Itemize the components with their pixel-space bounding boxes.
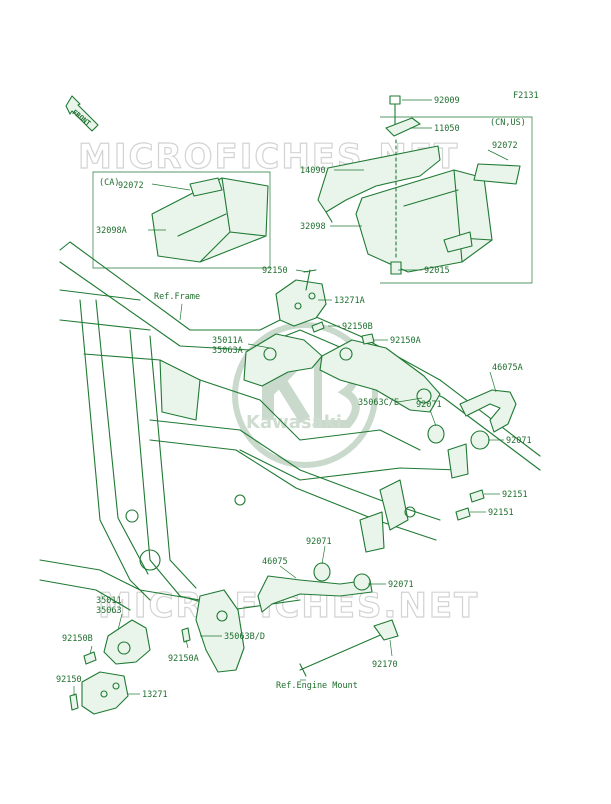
nut-92015 (390, 139, 402, 275)
plate-13271 (81, 671, 129, 715)
pad-92072-us (473, 163, 521, 185)
label-35063BD: 35063B/D (224, 632, 265, 642)
label-92071-c: 92071 (306, 537, 332, 547)
box-32098 (355, 169, 493, 273)
collar-92071-c (313, 562, 331, 582)
bracket-11050 (385, 117, 421, 137)
box-ca-label: (CA) (99, 178, 119, 188)
bracket-35011 (103, 619, 151, 665)
box-cn-us-label: (CN,US) (490, 118, 526, 128)
label-13271A: 13271A (334, 296, 365, 306)
front-arrow-icon: FRONT (65, 95, 99, 132)
bolt-92150B-bottom (83, 651, 97, 665)
label-35063CE: 35063C/E (358, 398, 399, 408)
bolt-92151-a (469, 489, 485, 503)
label-35011: 35011 (96, 596, 122, 606)
label-92150-bottom: 92150 (56, 675, 82, 685)
label-35063: 35063 (96, 606, 122, 616)
logo-text: Kawasaki (246, 412, 342, 433)
label-46075: 46075 (262, 557, 288, 567)
bolt-92150-bottom (69, 693, 79, 711)
label-92150B-bottom: 92150B (62, 634, 93, 644)
label-14090: 14090 (300, 166, 326, 176)
label-92150B-top: 92150B (342, 322, 373, 332)
label-92009: 92009 (434, 96, 460, 106)
pipe-46075 (257, 575, 373, 613)
label-92170: 92170 (372, 660, 398, 670)
bracket-35063BD (195, 589, 245, 673)
cn-us-box (380, 116, 533, 284)
label-92015: 92015 (424, 266, 450, 276)
box-32098A (151, 177, 269, 263)
plate-13271A (275, 279, 327, 327)
label-32098: 32098 (300, 222, 326, 232)
bolt-92151-b (455, 507, 471, 521)
diagram-code: F2131 (513, 91, 539, 101)
collar-92071-b (470, 430, 490, 450)
bolt-92170 (299, 619, 399, 677)
label-35063A: 35063A (212, 346, 243, 356)
label-92151-a: 92151 (502, 490, 528, 500)
kawasaki-logo: Kawasaki (232, 322, 378, 468)
label-92150A-top: 92150A (390, 336, 421, 346)
label-92150-top: 92150 (262, 266, 288, 276)
label-92071-d: 92071 (388, 580, 414, 590)
collar-92071-d (353, 573, 371, 591)
label-92071-b: 92071 (506, 436, 532, 446)
bolt-92150A-bottom (181, 627, 191, 643)
frame (39, 241, 541, 611)
bracket-35063CE (319, 339, 441, 413)
label-46075A: 46075A (492, 363, 523, 373)
label-92071-a: 92071 (416, 400, 442, 410)
bolt-92009 (389, 95, 401, 125)
pad-92072-ca (189, 177, 223, 197)
cover-14090 (317, 145, 441, 223)
label-32098A: 32098A (96, 226, 127, 236)
label-35011A: 35011A (212, 336, 243, 346)
label-92072-us: 92072 (492, 141, 518, 151)
label-92151-b: 92151 (488, 508, 514, 518)
label-92072-ca: 92072 (118, 181, 144, 191)
pipe-46075A (459, 389, 517, 433)
ca-box (92, 171, 271, 269)
label-92150A-bottom: 92150A (168, 654, 199, 664)
bolt-92150B-top (311, 321, 325, 333)
label-13271: 13271 (142, 690, 168, 700)
leader-lines (73, 99, 509, 696)
ref-engine-mount-label: Ref.Engine Mount (276, 681, 358, 691)
label-11050: 11050 (434, 124, 460, 134)
collar-92071-a (427, 424, 445, 444)
bolt-92150A-top (361, 333, 375, 345)
ref-frame-label: Ref.Frame (154, 292, 200, 302)
